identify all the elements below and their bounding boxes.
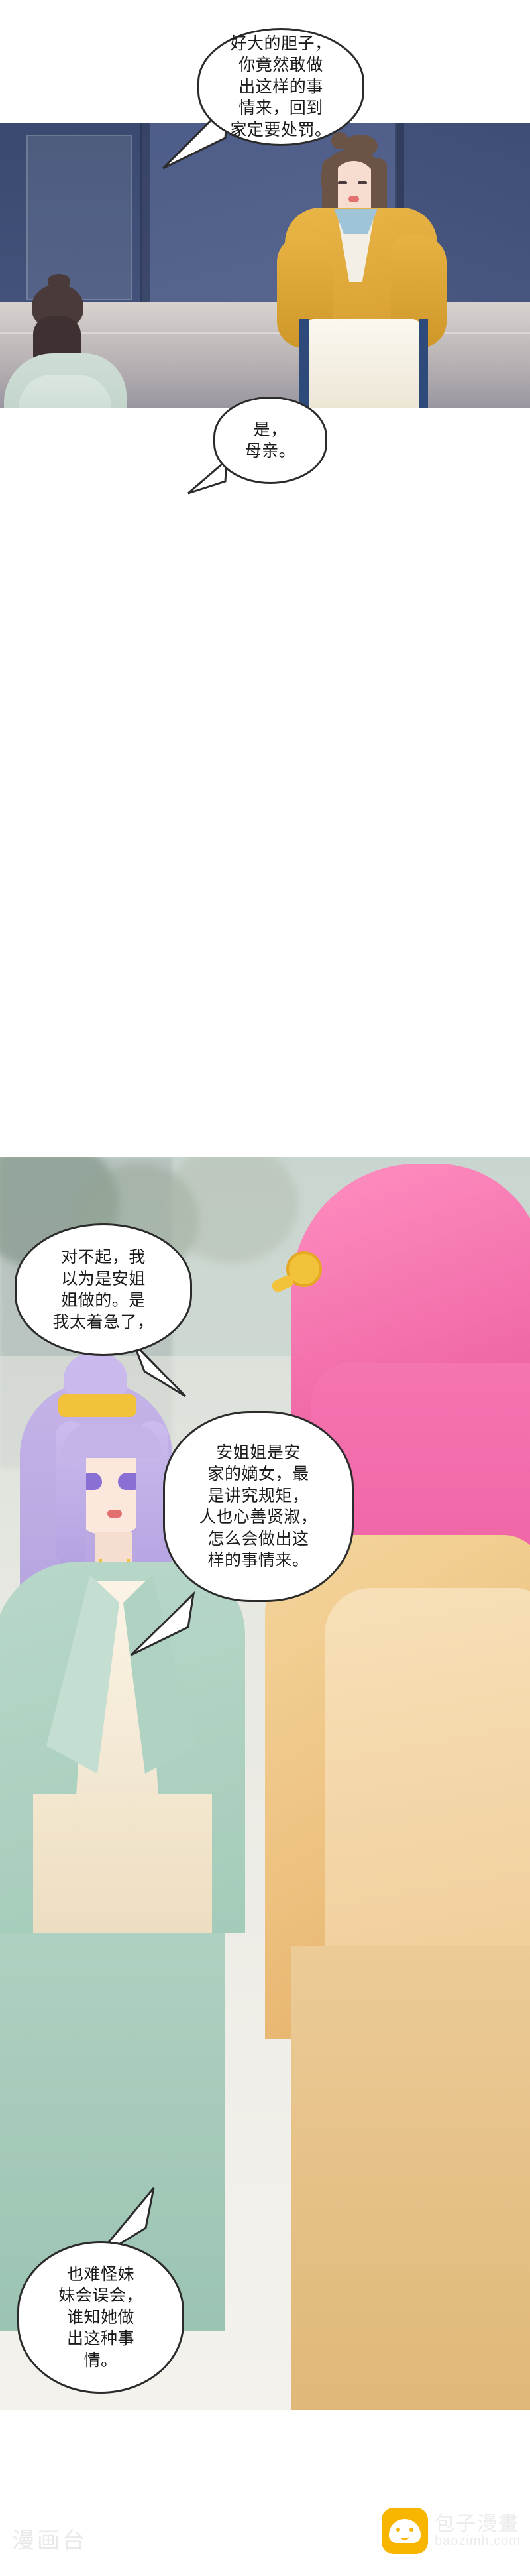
- mother-skirt-trim-left: [299, 319, 309, 408]
- comic-panel-3: [0, 1157, 530, 2410]
- bun-mouth: [401, 2536, 409, 2540]
- mother-mouth: [348, 196, 359, 202]
- character-kneeling-girl: [4, 274, 146, 408]
- hair-ornament-icon: [286, 1251, 322, 1287]
- mother-eye-right: [358, 181, 367, 184]
- bubble-3-tail: [130, 1341, 189, 1400]
- mother-face: [331, 161, 376, 215]
- mother-eye-left: [338, 181, 347, 184]
- speech-bubble-4: 安姐姐是安 家的嫡女，最 是讲究规矩， 人也心善贤淑， 怎么会做出这 样的事情来…: [163, 1411, 354, 1602]
- mother-skirt-trim-right: [419, 319, 428, 408]
- speech-bubble-3: 对不起，我 以为是安姐 姐做的。是 我太着急了，: [15, 1223, 192, 1356]
- mother-hair-bun-side: [331, 132, 348, 149]
- girl-robe-highlight: [19, 375, 111, 408]
- logo-name-cn: 包子漫畫: [435, 2512, 520, 2535]
- speech-bubble-5-text: 也难怪妹 妹会误会， 谁知她做 出这种事 情。: [58, 2264, 143, 2370]
- bubble-2-tail: [186, 458, 232, 497]
- speech-bubble-4-text: 安姐姐是安 家的嫡女，最 是讲究规矩， 人也心善贤淑， 怎么会做出这 样的事情来…: [199, 1443, 318, 1570]
- hair-crown-icon: [58, 1394, 136, 1417]
- speech-bubble-1: 好大的胆子， 你竟然敢做 出这样的事 情来，回到 家定要处罚。: [197, 28, 364, 146]
- mother-skirt: [305, 319, 421, 408]
- logo-text-block: 包子漫畫 baozimh.com: [435, 2514, 521, 2549]
- panel1-floor-seam: [0, 332, 530, 334]
- baozi-bun-icon: [382, 2508, 429, 2554]
- purple-fringe: [62, 1424, 162, 1458]
- page-footer: 漫画台 包子漫畫 baozimh.com: [0, 2493, 530, 2576]
- speech-bubble-1-text: 好大的胆子， 你竟然敢做 出这样的事 情来，回到 家定要处罚。: [230, 34, 332, 139]
- panel3-bg-tree-3: [166, 1157, 298, 1263]
- bubble-4-tail: [125, 1591, 197, 1664]
- pink-woman-lower-robe: [292, 1946, 530, 2410]
- purple-girl-mouth: [107, 1510, 122, 1518]
- speech-bubble-2-text: 是， 母亲。: [244, 420, 296, 461]
- site-logo[interactable]: 包子漫畫 baozimh.com: [382, 2508, 521, 2554]
- speech-bubble-2: 是， 母亲。: [213, 397, 327, 484]
- panel1-screen-panel: [26, 135, 132, 300]
- purple-girl-neck: [95, 1532, 132, 1562]
- character-mother: [265, 129, 457, 408]
- speech-bubble-3-text: 对不起，我 以为是安姐 姐做的。是 我太着急了，: [52, 1248, 154, 1331]
- watermark-left: 漫画台: [12, 2528, 87, 2553]
- character-pink-haired-woman: [252, 1164, 530, 2410]
- comic-panel-1: [0, 123, 530, 408]
- speech-bubble-5: 也难怪妹 妹会误会， 谁知她做 出这种事 情。: [17, 2241, 184, 2394]
- logo-name-en: baozimh.com: [435, 2534, 521, 2549]
- panel1-pillar-left: [140, 123, 150, 315]
